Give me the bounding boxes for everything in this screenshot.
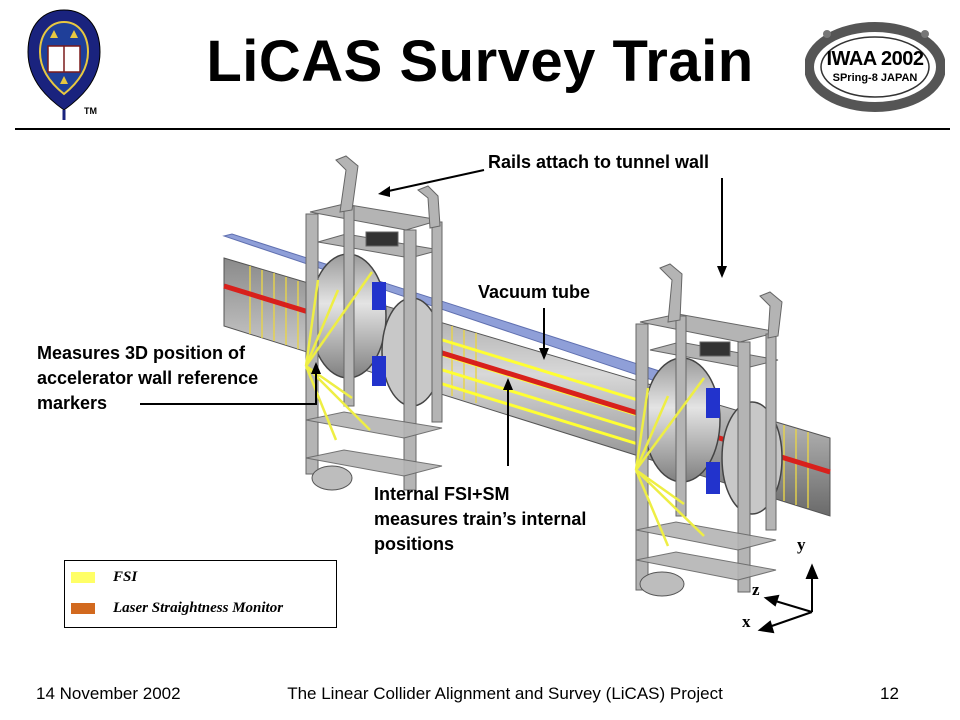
internal-label-line-3: positions: [374, 534, 454, 554]
legend-label-fsi: FSI: [113, 569, 138, 585]
iwaa-logo: IWAA 2002 SPring-8 JAPAN: [804, 22, 946, 112]
measures-label-line-3: markers: [37, 393, 108, 413]
legend-swatch-fsi: [71, 572, 95, 583]
legend-item-laser: Laser Straightness Monitor: [71, 600, 283, 617]
legend-swatch-laser: [71, 603, 95, 614]
coordinate-axes: [757, 563, 819, 634]
iwaa-logo-main: IWAA 2002: [826, 48, 924, 70]
title-divider: [15, 128, 950, 130]
frame-2: [635, 263, 783, 593]
axis-label-z: z: [752, 580, 760, 599]
axis-label-x: x: [742, 612, 751, 631]
vacuum-tube-label: Vacuum tube: [478, 282, 591, 302]
measures-label: Measures 3D position of accelerator wall…: [37, 341, 317, 416]
footer-date: 14 November 2002: [36, 684, 181, 703]
oxford-logo: TM: [18, 8, 110, 126]
measures-label-line-2: accelerator wall reference: [37, 368, 259, 388]
internal-label-line-1: Internal FSI+SM: [374, 484, 510, 504]
legend: FSI Laser Straightness Monitor: [64, 560, 337, 628]
slide-title: LiCAS Survey Train: [206, 29, 754, 94]
footer-page-number: 12: [880, 684, 899, 703]
legend-item-fsi: FSI: [71, 569, 137, 586]
rails-label: Rails attach to tunnel wall: [488, 152, 710, 172]
measures-label-line-1: Measures 3D position of: [37, 343, 246, 363]
legend-label-laser: Laser Straightness Monitor: [113, 600, 284, 616]
iwaa-logo-sub: SPring-8 JAPAN: [832, 72, 918, 84]
axis-label-y: y: [797, 535, 806, 554]
internal-fsi-label: Internal FSI+SM measures train’s interna…: [374, 482, 654, 557]
footer-project: The Linear Collider Alignment and Survey…: [287, 684, 723, 703]
oxford-logo-tm: TM: [84, 106, 97, 116]
internal-label-line-2: measures train’s internal: [374, 509, 587, 529]
